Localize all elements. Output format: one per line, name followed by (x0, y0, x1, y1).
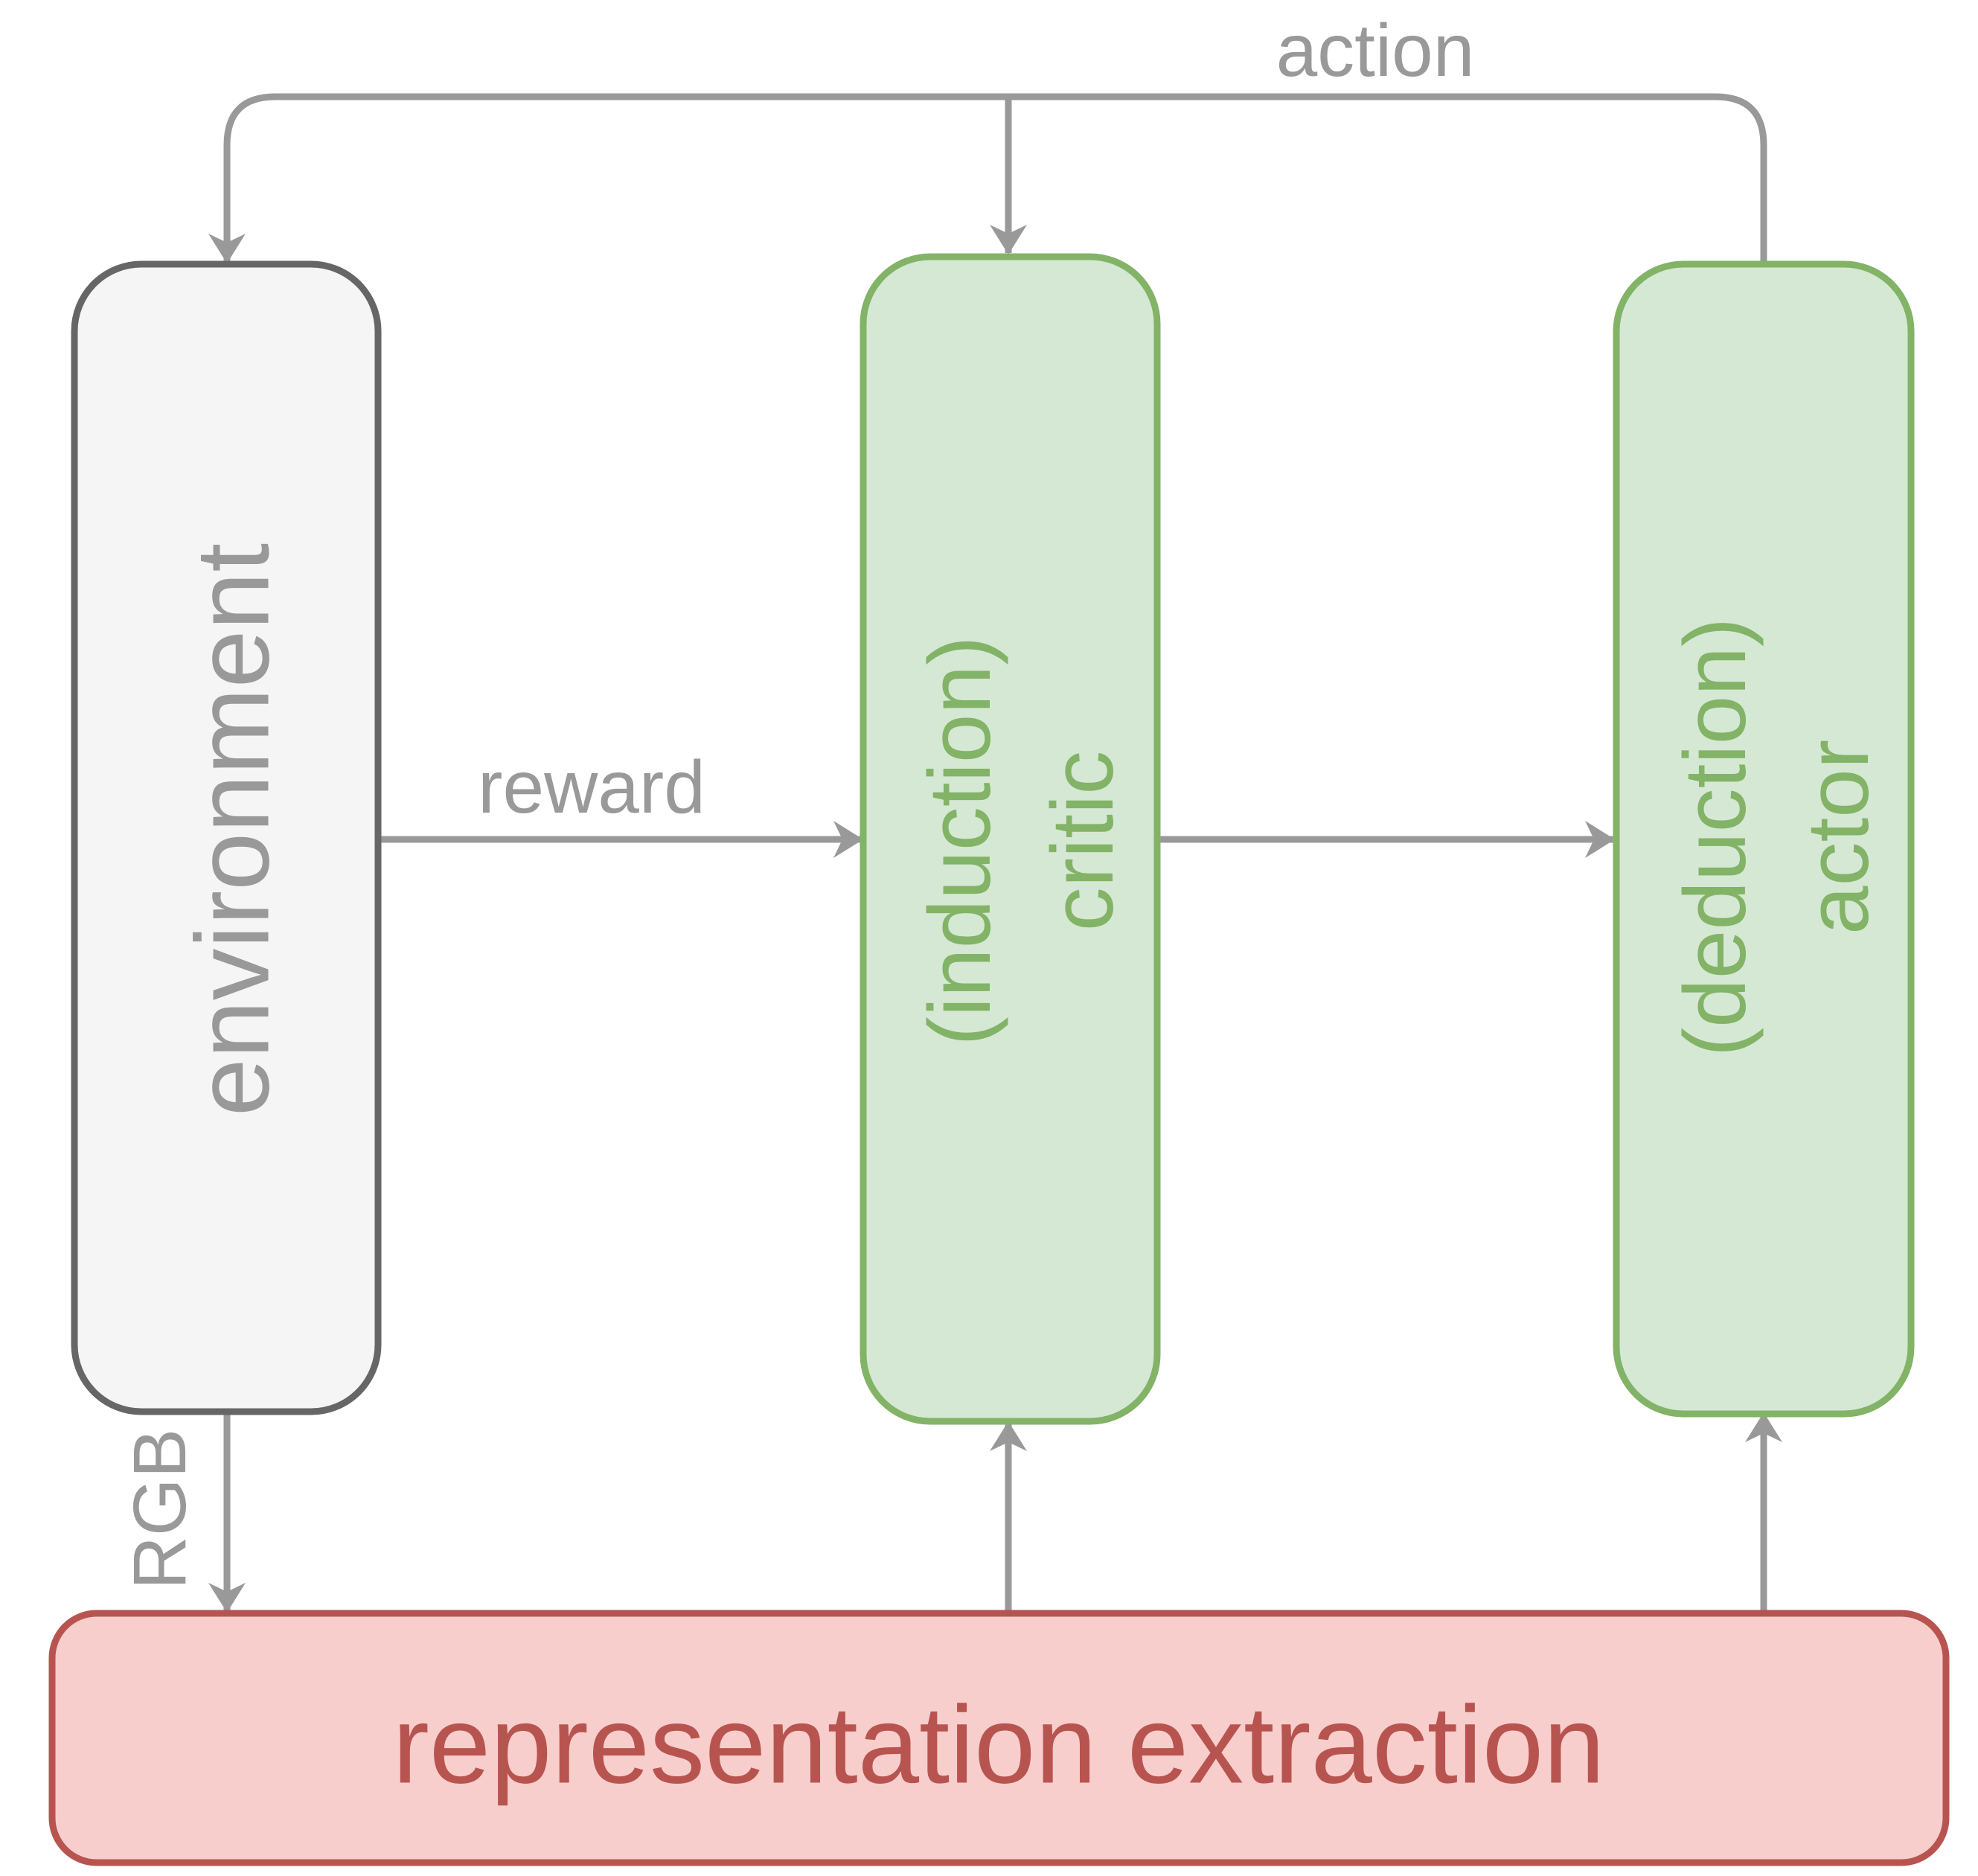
critic-node: (induction) critic (860, 253, 1161, 1425)
environment-box (71, 260, 382, 1415)
action-edge-label: action (1276, 9, 1475, 92)
rgb-edge-label: RGB (118, 1429, 202, 1590)
actor-label-bottom: actor (1789, 740, 1887, 935)
actor-label-top: (deduction) (1666, 618, 1764, 1057)
reward-edge-label: reward (478, 746, 705, 829)
representation-extraction-node: representation extraction (48, 1610, 1950, 1866)
representation-extraction-box (48, 1610, 1950, 1866)
critic-box (860, 253, 1161, 1425)
actor-box (1613, 260, 1915, 1418)
critic-label-top: (induction) (911, 636, 1009, 1046)
action-edge-loop (208, 93, 1767, 263)
critic-label-bottom: critic (1034, 751, 1132, 932)
representation-extraction-label: representation extraction (393, 1684, 1605, 1807)
environment-label: environment (174, 543, 291, 1116)
environment-node: environment (71, 260, 382, 1415)
actor-node: (deduction) actor (1613, 260, 1915, 1418)
